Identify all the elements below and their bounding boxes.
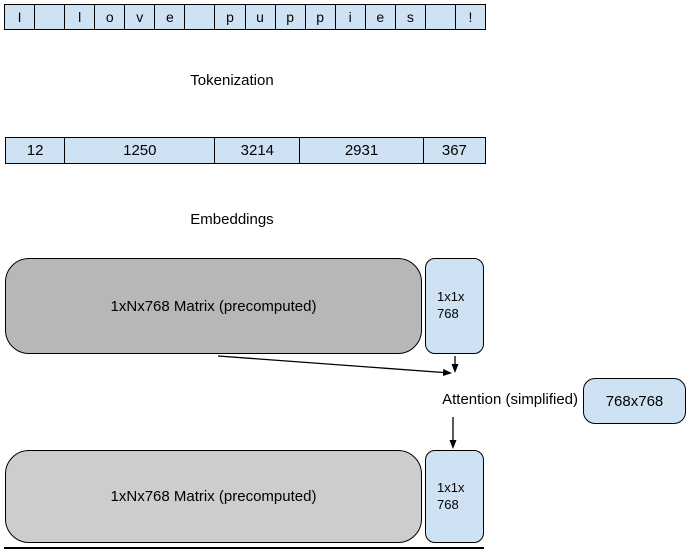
output-matrix-label: 1xNx768 Matrix (precomputed): [110, 488, 317, 505]
output-vector-box: 1x1x 768: [425, 450, 484, 543]
token-id-row: 12 1250 3214 2931 367: [5, 137, 486, 164]
char-cell: i: [334, 5, 365, 29]
matrix-to-attention-arrow: [217, 355, 452, 376]
token-cell: 1250: [64, 138, 214, 163]
output-matrix-box: 1xNx768 Matrix (precomputed): [5, 450, 422, 543]
embedding-matrix-label: 1xNx768 Matrix (precomputed): [110, 297, 317, 315]
attention-weights-label: 768x768: [605, 392, 664, 410]
embedding-vector-line2: 768: [437, 306, 459, 321]
char-cell: u: [244, 5, 275, 29]
char-cell: [34, 5, 64, 29]
char-cell: p: [274, 5, 305, 29]
output-vector-line2: 768: [437, 496, 459, 512]
char-cell: [424, 5, 455, 29]
char-cell: p: [304, 5, 335, 29]
embeddings-label: Embeddings: [190, 211, 274, 228]
char-cell: o: [94, 5, 124, 29]
embedding-matrix-box: 1xNx768 Matrix (precomputed): [5, 258, 422, 354]
char-cell: v: [124, 5, 154, 29]
char-cell: p: [214, 5, 244, 29]
token-cell: 2931: [299, 138, 422, 163]
token-cell: 3214: [214, 138, 299, 163]
char-cell: I: [17, 9, 22, 25]
token-cell: 367: [422, 138, 485, 163]
attention-weights-box: 768x768: [583, 378, 686, 424]
cutoff-shape-edge: [4, 547, 484, 549]
char-cell: e: [154, 5, 184, 29]
embedding-vector-box: 1x1x 768: [425, 258, 484, 354]
char-cell: s: [394, 5, 425, 29]
char-cell: !: [454, 5, 485, 29]
char-cell: [184, 5, 214, 29]
tokenization-label: Tokenization: [190, 72, 274, 89]
embedding-vector-line1: 1x1x: [437, 289, 465, 305]
token-cell: 12: [26, 142, 44, 159]
output-vector-line1: 1x1x: [437, 479, 465, 495]
input-text-row: I l o v e p u p p i e s !: [4, 4, 486, 30]
attention-label: Attention (simplified): [442, 391, 578, 408]
char-cell: l: [64, 5, 94, 29]
char-cell: e: [364, 5, 395, 29]
